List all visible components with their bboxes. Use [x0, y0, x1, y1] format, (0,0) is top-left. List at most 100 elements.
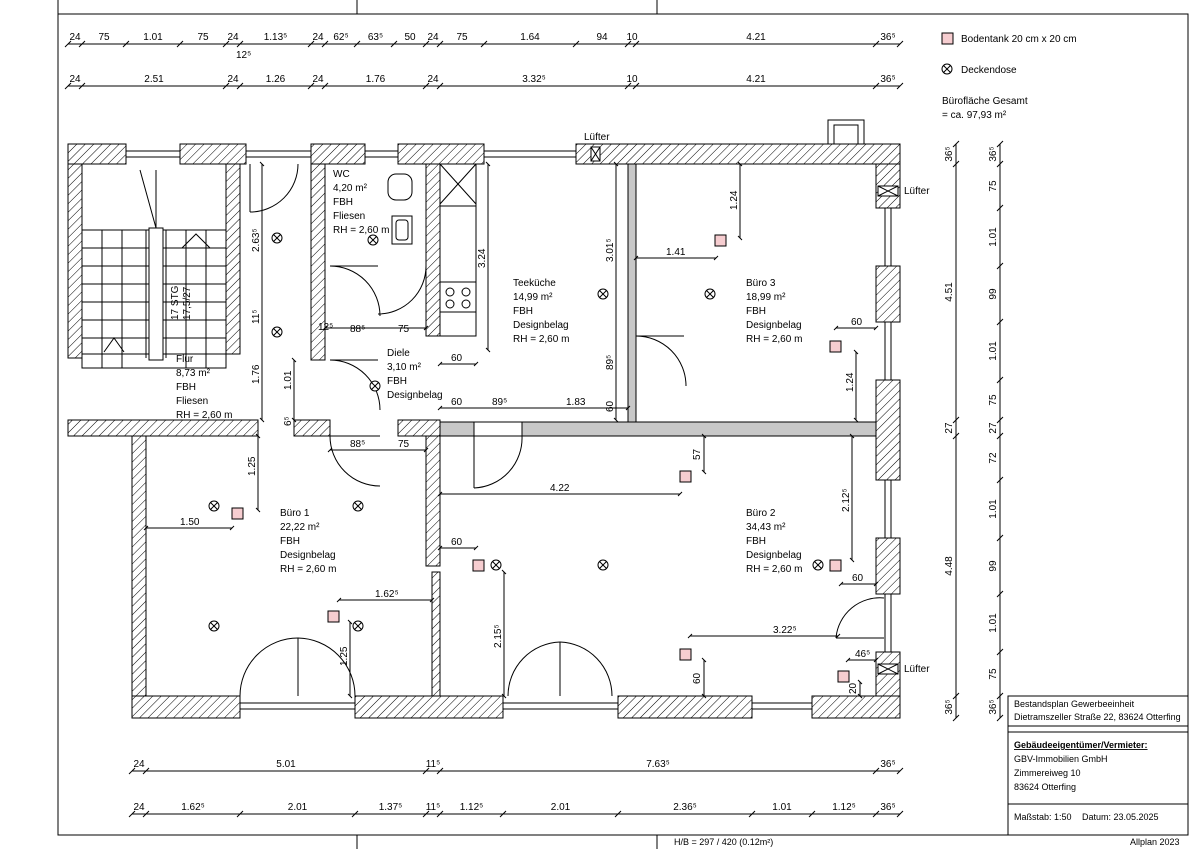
- room-line: Büro 1: [280, 508, 310, 519]
- dim-label: 1.64: [520, 32, 540, 43]
- room-line: FBH: [333, 197, 353, 208]
- deckendose-icon: [271, 326, 283, 338]
- dim-label: 75: [988, 668, 999, 680]
- dim-label: 24: [133, 759, 145, 770]
- room-line: Flur: [176, 354, 194, 365]
- dim-label: 89⁵: [605, 355, 616, 370]
- fixtures: [387, 163, 477, 337]
- dim-label: 57: [692, 448, 703, 460]
- dim-label: 2.36⁵: [673, 802, 697, 813]
- legend-bodentank: Bodentank 20 cm x 20 cm: [961, 34, 1077, 45]
- dim-label: 36⁵: [988, 699, 999, 714]
- windows: [126, 150, 892, 710]
- dim-label: 4.22: [550, 483, 570, 494]
- dim-label: 2.15⁵: [493, 624, 504, 648]
- dim-label: 60: [852, 573, 864, 584]
- dim-label: 36⁵: [944, 146, 955, 161]
- room-line: FBH: [746, 306, 766, 317]
- dim-label: 1.01: [988, 341, 999, 361]
- room-line: RH = 2,60 m: [280, 564, 336, 575]
- room-buero-1: Büro 1 22,22 m² FBH Designbelag RH = 2,6…: [280, 508, 336, 575]
- dim-label: 24: [312, 32, 324, 43]
- dim-label: 60: [692, 672, 703, 684]
- dim-label: 1.50: [180, 517, 200, 528]
- dim-label: 62⁵: [333, 32, 348, 43]
- deckendose-icon: [812, 559, 824, 571]
- deckendose-icon: [369, 380, 381, 392]
- room-line: Fliesen: [176, 396, 208, 407]
- owner-city: 83624 Otterfing: [1014, 782, 1076, 792]
- bodentank-icon: [327, 610, 340, 623]
- dim-label: 1.26: [266, 74, 286, 85]
- dim-label: 1.62⁵: [181, 802, 205, 813]
- room-line: Designbelag: [280, 550, 336, 561]
- dim-label: 3.32⁵: [522, 74, 546, 85]
- dim-label: 72: [988, 452, 999, 464]
- room-teekueche: Teeküche 14,99 m² FBH Designbelag RH = 2…: [513, 278, 569, 345]
- room-labels: WC 4,20 m² FBH Fliesen RH = 2,60 m Teekü…: [176, 169, 802, 575]
- legend-area-value: = ca. 97,93 m²: [942, 110, 1007, 121]
- dim-label: 20: [848, 682, 859, 694]
- bodentank-icon: [941, 32, 954, 45]
- owner-name: GBV-Immobilien GmbH: [1014, 754, 1108, 764]
- dim-label: 2.63⁵: [251, 228, 262, 252]
- bodentank-icon: [829, 340, 842, 353]
- dim-label: 63⁵: [368, 32, 383, 43]
- dim-label: 1.24: [845, 372, 856, 392]
- deckendose-icon: [367, 234, 379, 246]
- room-line: FBH: [746, 536, 766, 547]
- doors: [239, 163, 885, 697]
- dim-label: 2.01: [288, 802, 308, 813]
- dim-label: 4.48: [944, 556, 955, 576]
- dim-label: 1.25: [339, 646, 350, 666]
- room-line: RH = 2,60 m: [746, 564, 802, 575]
- dim-label: 1.41: [666, 247, 686, 258]
- room-line: Fliesen: [333, 211, 365, 222]
- room-line: 14,99 m²: [513, 292, 553, 303]
- footer: H/B = 297 / 420 (0.12m²) Allplan 2023: [674, 837, 1180, 847]
- room-line: RH = 2,60 m: [746, 334, 802, 345]
- room-line: FBH: [513, 306, 533, 317]
- room-line: Büro 3: [746, 278, 776, 289]
- dim-label: 75: [398, 439, 410, 450]
- dim-label: 36⁵: [880, 802, 895, 813]
- room-line: RH = 2,60 m: [333, 225, 389, 236]
- dim-label: 5.01: [276, 759, 296, 770]
- dim-label: 6⁵: [283, 416, 294, 426]
- luefter-labels: Lüfter Lüfter Lüfter: [584, 132, 930, 675]
- interior-dim-labels: 2.63⁵ 11⁵ 1.76 1.01 6⁵ 12⁵ 88⁵ 75 3.24 6…: [180, 190, 870, 694]
- dim-label: 1.01: [283, 370, 294, 390]
- dim-label: 1.12⁵: [460, 802, 484, 813]
- room-line: Designbelag: [746, 550, 802, 561]
- dim-label: 7.63⁵: [646, 759, 670, 770]
- dim-label: 3.22⁵: [773, 625, 797, 636]
- dim-label: 60: [851, 317, 863, 328]
- dim-label: 36⁵: [988, 146, 999, 161]
- software: Allplan 2023: [1130, 837, 1180, 847]
- legend-deckendose: Deckendose: [961, 65, 1017, 76]
- dim-label: 75: [456, 32, 468, 43]
- bodentank-icon: [679, 470, 692, 483]
- room-diele: Diele 3,10 m² FBH Designbelag: [387, 348, 443, 401]
- stair-ratio: 17,5/27: [182, 286, 193, 320]
- bodentank-icon: [714, 234, 727, 247]
- dim-label: 24: [227, 74, 239, 85]
- deckendose-icon: [490, 559, 502, 571]
- room-flur: Flur 8,73 m² FBH Fliesen RH = 2,60 m: [176, 354, 232, 421]
- dim-label: 36⁵: [880, 32, 895, 43]
- bodentank-icon: [837, 670, 850, 683]
- dim-label: 2.51: [144, 74, 164, 85]
- dim-label: 89⁵: [492, 397, 507, 408]
- dim-label: 88⁵: [350, 439, 365, 450]
- partitions: [439, 119, 899, 675]
- staircase: [81, 169, 227, 369]
- dim-label: 12⁵: [318, 322, 333, 333]
- bodentank-icon: [829, 559, 842, 572]
- room-line: 3,10 m²: [387, 362, 422, 373]
- dim-label: 99: [988, 288, 999, 300]
- dim-label: 75: [98, 32, 110, 43]
